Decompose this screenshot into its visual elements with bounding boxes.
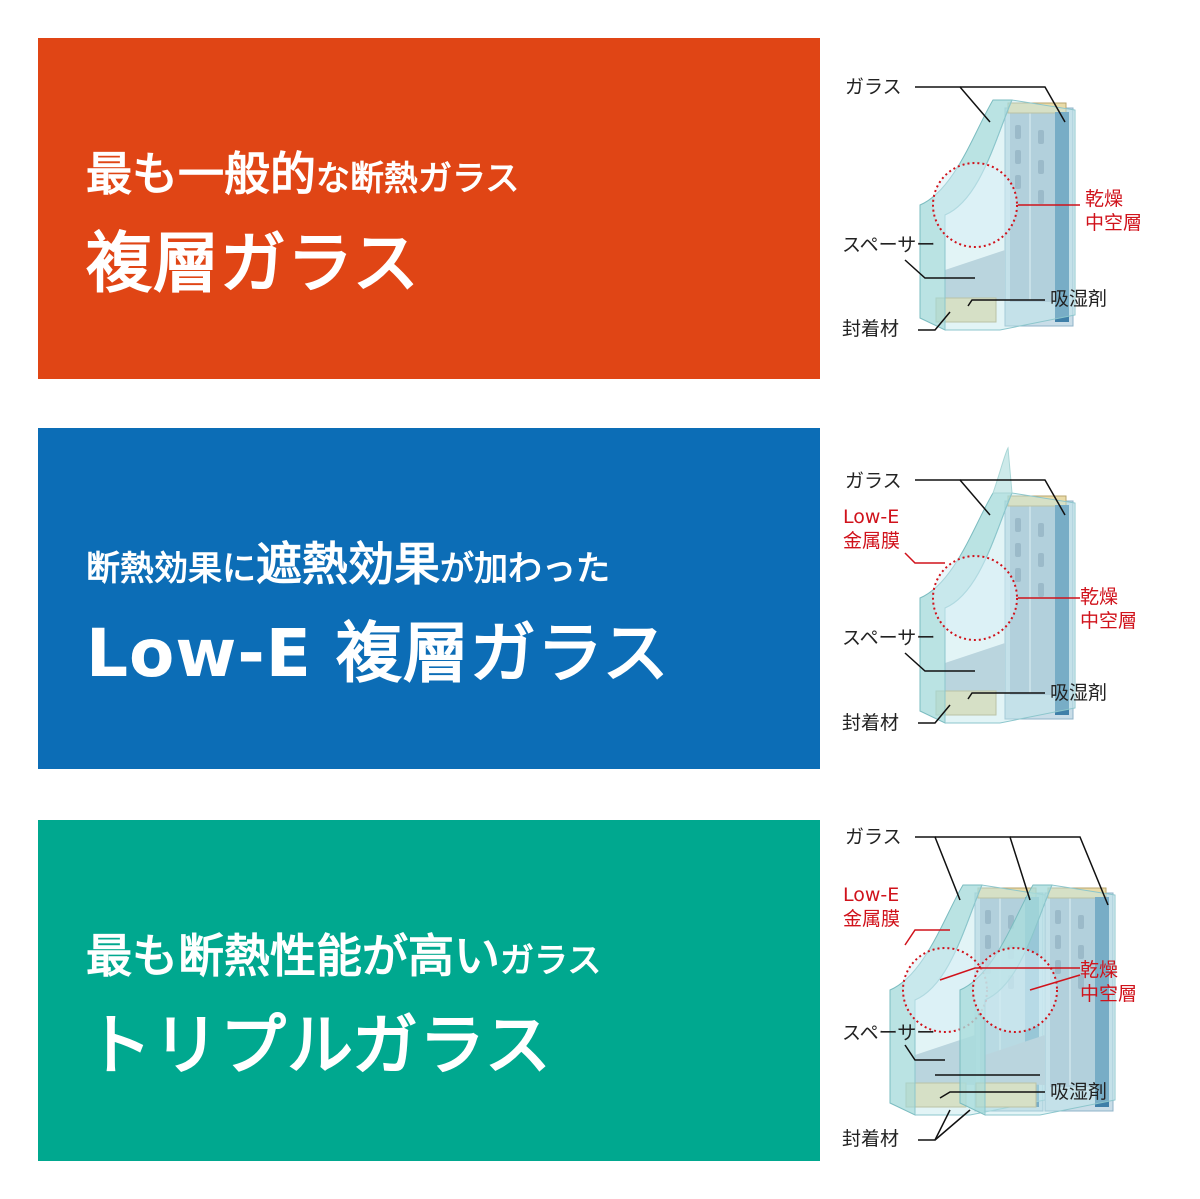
label-lowe-1: Low-E bbox=[843, 884, 900, 906]
subtitle-rest: な断熱ガラス bbox=[316, 159, 520, 199]
subtitle-emphasis: 遮熱効果 bbox=[256, 537, 440, 591]
double-glass-diagram bbox=[904, 86, 1080, 331]
banner-triple-glass: 最も断熱性能が高いガラス トリプルガラス bbox=[38, 820, 820, 1161]
title: 複層ガラス bbox=[86, 225, 420, 302]
title: Low-E 複層ガラス bbox=[86, 615, 670, 692]
label-air-layer-1: 乾燥 bbox=[1080, 959, 1119, 981]
label-air-layer-1: 乾燥 bbox=[1080, 586, 1119, 608]
subtitle: 最も断熱性能が高いガラス bbox=[86, 920, 601, 986]
label-glass: ガラス bbox=[845, 470, 902, 492]
label-air-layer-2: 中空層 bbox=[1085, 212, 1143, 234]
triple-glass-diagram bbox=[889, 836, 1116, 1141]
label-sealant: 封着材 bbox=[842, 318, 900, 340]
label-lowe-2: 金属膜 bbox=[843, 530, 901, 552]
subtitle-emphasis: 最も断熱性能が高い bbox=[86, 929, 500, 983]
lowe-glass-diagram bbox=[904, 446, 1080, 724]
label-spacer: スペーサー bbox=[842, 627, 936, 649]
label-sealant: 封着材 bbox=[842, 1128, 900, 1150]
label-desiccant: 吸湿剤 bbox=[1050, 288, 1108, 310]
label-spacer: スペーサー bbox=[842, 1022, 936, 1044]
banner-double-glass: 最も一般的な断熱ガラス 複層ガラス bbox=[38, 38, 820, 379]
label-air-layer-2: 中空層 bbox=[1080, 610, 1138, 632]
label-spacer: スペーサー bbox=[842, 234, 936, 256]
label-desiccant: 吸湿剤 bbox=[1050, 682, 1108, 704]
subtitle-rest: ガラス bbox=[500, 941, 602, 981]
label-glass: ガラス bbox=[845, 826, 902, 848]
subtitle: 断熱効果に遮熱効果が加わった bbox=[86, 528, 610, 594]
label-lowe-2: 金属膜 bbox=[843, 908, 901, 930]
label-lowe-1: Low-E bbox=[843, 506, 900, 528]
label-air-layer-1: 乾燥 bbox=[1085, 188, 1124, 210]
label-sealant: 封着材 bbox=[842, 712, 900, 734]
banner-lowe-glass: 断熱効果に遮熱効果が加わった Low-E 複層ガラス bbox=[38, 428, 820, 769]
label-desiccant: 吸湿剤 bbox=[1050, 1081, 1108, 1103]
title: トリプルガラス bbox=[86, 1007, 552, 1084]
subtitle: 最も一般的な断熱ガラス bbox=[86, 138, 519, 204]
subtitle-part-a: 断熱効果に bbox=[86, 549, 256, 589]
label-air-layer-2: 中空層 bbox=[1080, 983, 1138, 1005]
label-glass: ガラス bbox=[845, 76, 902, 98]
subtitle-emphasis: 最も一般的 bbox=[86, 147, 316, 201]
subtitle-part-b: が加わった bbox=[440, 549, 610, 589]
